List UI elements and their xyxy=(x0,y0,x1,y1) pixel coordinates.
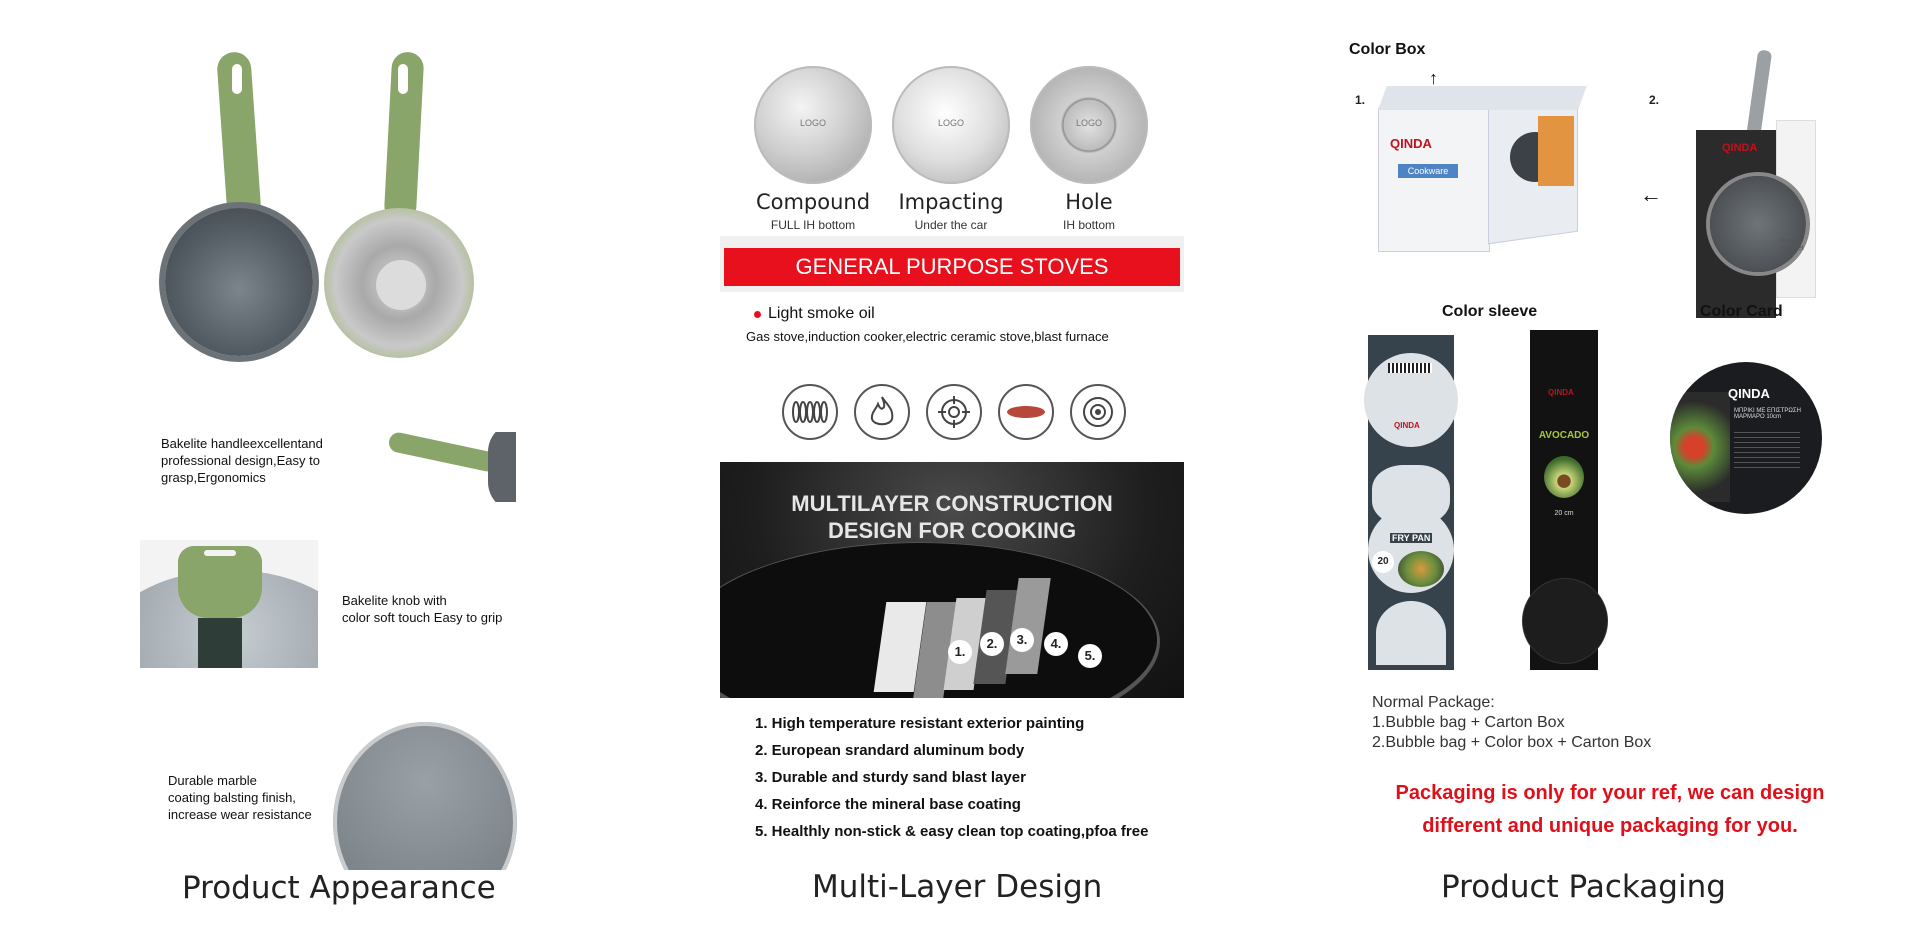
bottom-title: Compound xyxy=(755,190,871,214)
color-sleeve-image-1: QINDA FRY PAN 20 xyxy=(1364,335,1458,670)
color-card-label: Color Card xyxy=(1700,303,1783,320)
color-card-image: QINDA ΜΠΡΙΚΙ ΜΕ ΕΠΙΣΤΡΩΣΗ ΜΑΡΜΑΡΟ 10cm xyxy=(1670,362,1822,514)
sleeve-size-badge: 20 xyxy=(1372,551,1394,573)
construction-image: MULTILAYER CONSTRUCTION DESIGN FOR COOKI… xyxy=(720,462,1184,698)
layer-item: 5. Healthly non-stick & easy clean top c… xyxy=(755,823,1149,840)
knob-detail-image xyxy=(140,540,318,668)
brand-logo: QINDA xyxy=(1728,386,1770,401)
logo-placeholder: LOGO xyxy=(937,118,964,128)
bullet-dot xyxy=(754,311,761,318)
ceramic-plate-icon xyxy=(998,384,1054,440)
appearance-caption: Product Appearance xyxy=(182,870,496,906)
step-number: 1. xyxy=(1355,93,1366,107)
pan-bottom-center xyxy=(374,258,428,312)
sleeve-product-label: AVOCADO xyxy=(1538,430,1590,441)
bottom-title: Hole xyxy=(1065,190,1113,214)
normal-package-option: 1.Bubble bag + Carton Box xyxy=(1372,714,1565,731)
arrow-up-icon: ↑ xyxy=(1429,68,1438,88)
sleeve-product-label: FRY PAN xyxy=(1390,533,1433,543)
layer-marker: 3. xyxy=(1010,628,1034,652)
layer-item: 1. High temperature resistant exterior p… xyxy=(755,715,1085,732)
coil-icon xyxy=(782,384,838,440)
handle-hole xyxy=(398,64,408,94)
hole-bottom-image: LOGO xyxy=(1030,66,1148,184)
color-box-image: QINDA Cookware xyxy=(1378,86,1587,252)
bottom-title: Impacting xyxy=(898,190,1004,214)
layer-marker: 2. xyxy=(980,632,1004,656)
arrow-left-icon: ← xyxy=(1640,182,1662,207)
layer-list: 1. High temperature resistant exterior p… xyxy=(755,710,1175,845)
color-sleeve-label: Color sleeve xyxy=(1442,303,1538,320)
construction-title-2: DESIGN FOR COOKING xyxy=(827,518,1077,543)
layer-item: 3. Durable and sturdy sand blast layer xyxy=(755,769,1026,786)
card-text: ΜΠΡΙΚΙ ΜΕ ΕΠΙΣΤΡΩΣΗ ΜΑΡΜΑΡΟ 10cm xyxy=(1734,408,1801,420)
brand-logo: QINDA xyxy=(1722,142,1758,154)
box-product-label: Frying Pan set xyxy=(1780,238,1804,252)
gas-burner-icon xyxy=(926,384,982,440)
normal-package-title: Normal Package: xyxy=(1372,694,1495,711)
handle-detail-image xyxy=(388,432,516,502)
compound-bottom-image: LOGO xyxy=(754,66,872,184)
brand-logo: QINDA xyxy=(1548,388,1574,397)
layer-item: 4. Reinforce the mineral base coating xyxy=(755,796,1021,813)
induction-icon xyxy=(1070,384,1126,440)
layer-marker: 1. xyxy=(948,640,972,664)
layer-marker: 4. xyxy=(1044,632,1068,656)
stoves-banner-text: GENERAL PURPOSE STOVES xyxy=(724,248,1180,286)
normal-package-option: 2.Bubble bag + Color box + Carton Box xyxy=(1372,734,1652,751)
knob-description: Bakelite knob with color soft touch Easy… xyxy=(342,593,503,625)
stove-list: Gas stove,induction cooker,electric cera… xyxy=(746,329,1109,344)
construction-title-1: MULTILAYER CONSTRUCTION xyxy=(791,491,1113,516)
handle-hole xyxy=(232,64,242,94)
box-side-label: Cookware xyxy=(1398,164,1458,178)
packaging-caption: Product Packaging xyxy=(1441,869,1726,905)
oil-note: Light smoke oil xyxy=(768,305,875,322)
bottom-subtitle: FULL IH bottom xyxy=(770,218,856,232)
flame-icon xyxy=(854,384,910,440)
impacting-bottom-image: LOGO xyxy=(892,66,1010,184)
bottom-subtitle: IH bottom xyxy=(1062,218,1116,232)
fry-pan-box-image: QINDA Frying Pan set xyxy=(1696,49,1816,318)
packaging-note-line-1: Packaging is only for your ref, we can d… xyxy=(1395,782,1825,804)
brand-logo: QINDA xyxy=(1394,421,1420,430)
color-box-label: Color Box xyxy=(1349,41,1426,58)
marble-detail-image xyxy=(333,722,517,870)
layer-item: 2. European srandard aluminum body xyxy=(755,742,1025,759)
color-sleeve-image-2: QINDA AVOCADO 20 cm xyxy=(1522,330,1608,670)
stoves-banner: GENERAL PURPOSE STOVES xyxy=(720,236,1184,292)
logo-placeholder: LOGO xyxy=(1075,118,1102,128)
marble-description: Durable marble coating balsting finish, … xyxy=(168,773,312,822)
brand-logo: QINDA xyxy=(1390,136,1432,151)
logo-placeholder: LOGO xyxy=(799,118,826,128)
bottom-subtitle: Under the car xyxy=(914,218,988,232)
sleeve-size-label: 20 cm xyxy=(1554,510,1574,517)
layer-marker: 5. xyxy=(1078,644,1102,668)
handle-description: Bakelite handleexcellentand professional… xyxy=(161,436,323,485)
step-number: 2. xyxy=(1649,93,1660,107)
pan-interior-image xyxy=(165,208,313,356)
packaging-note-line-2: different and unique packaging for you. xyxy=(1422,815,1798,837)
multilayer-caption: Multi-Layer Design xyxy=(812,869,1103,905)
